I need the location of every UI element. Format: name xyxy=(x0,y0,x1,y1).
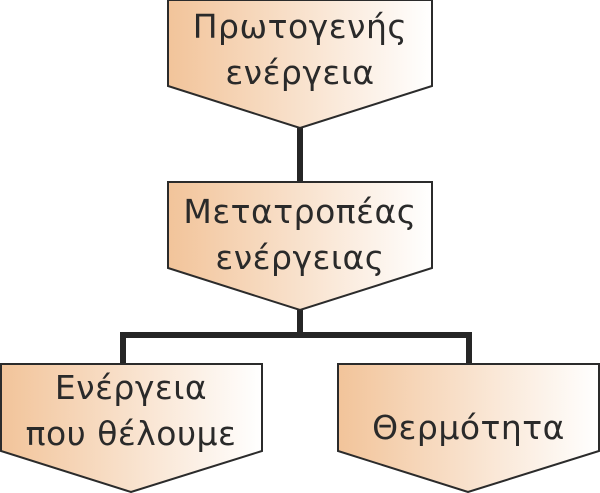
node-primary-energy-shape xyxy=(167,0,433,130)
node-heat-shape xyxy=(337,363,600,493)
node-wanted-energy-line-2: που θέλουμε xyxy=(25,414,237,453)
node-wanted-energy-shape xyxy=(0,363,263,493)
node-heat-line-1: Θερμότητα xyxy=(372,408,565,447)
node-energy-converter-shape xyxy=(167,181,433,312)
node-energy-converter-label: Μετατροπέας ενέργειας xyxy=(168,189,432,281)
node-primary-energy-line-2: ενέργεια xyxy=(225,53,375,92)
node-heat-label: Θερμότητα xyxy=(338,405,599,451)
connector-converter-to-outputs xyxy=(120,308,472,364)
node-primary-energy-label: Πρωτογενής ενέργεια xyxy=(168,4,432,96)
node-energy-converter-line-2: ενέργειας xyxy=(215,238,385,277)
node-wanted-energy-label: Ενέργεια που θέλουμε xyxy=(0,365,262,457)
node-energy-converter-line-1: Μετατροπέας xyxy=(183,192,417,231)
node-primary-energy-line-1: Πρωτογενής xyxy=(192,7,408,46)
node-wanted-energy-line-1: Ενέργεια xyxy=(54,368,208,407)
